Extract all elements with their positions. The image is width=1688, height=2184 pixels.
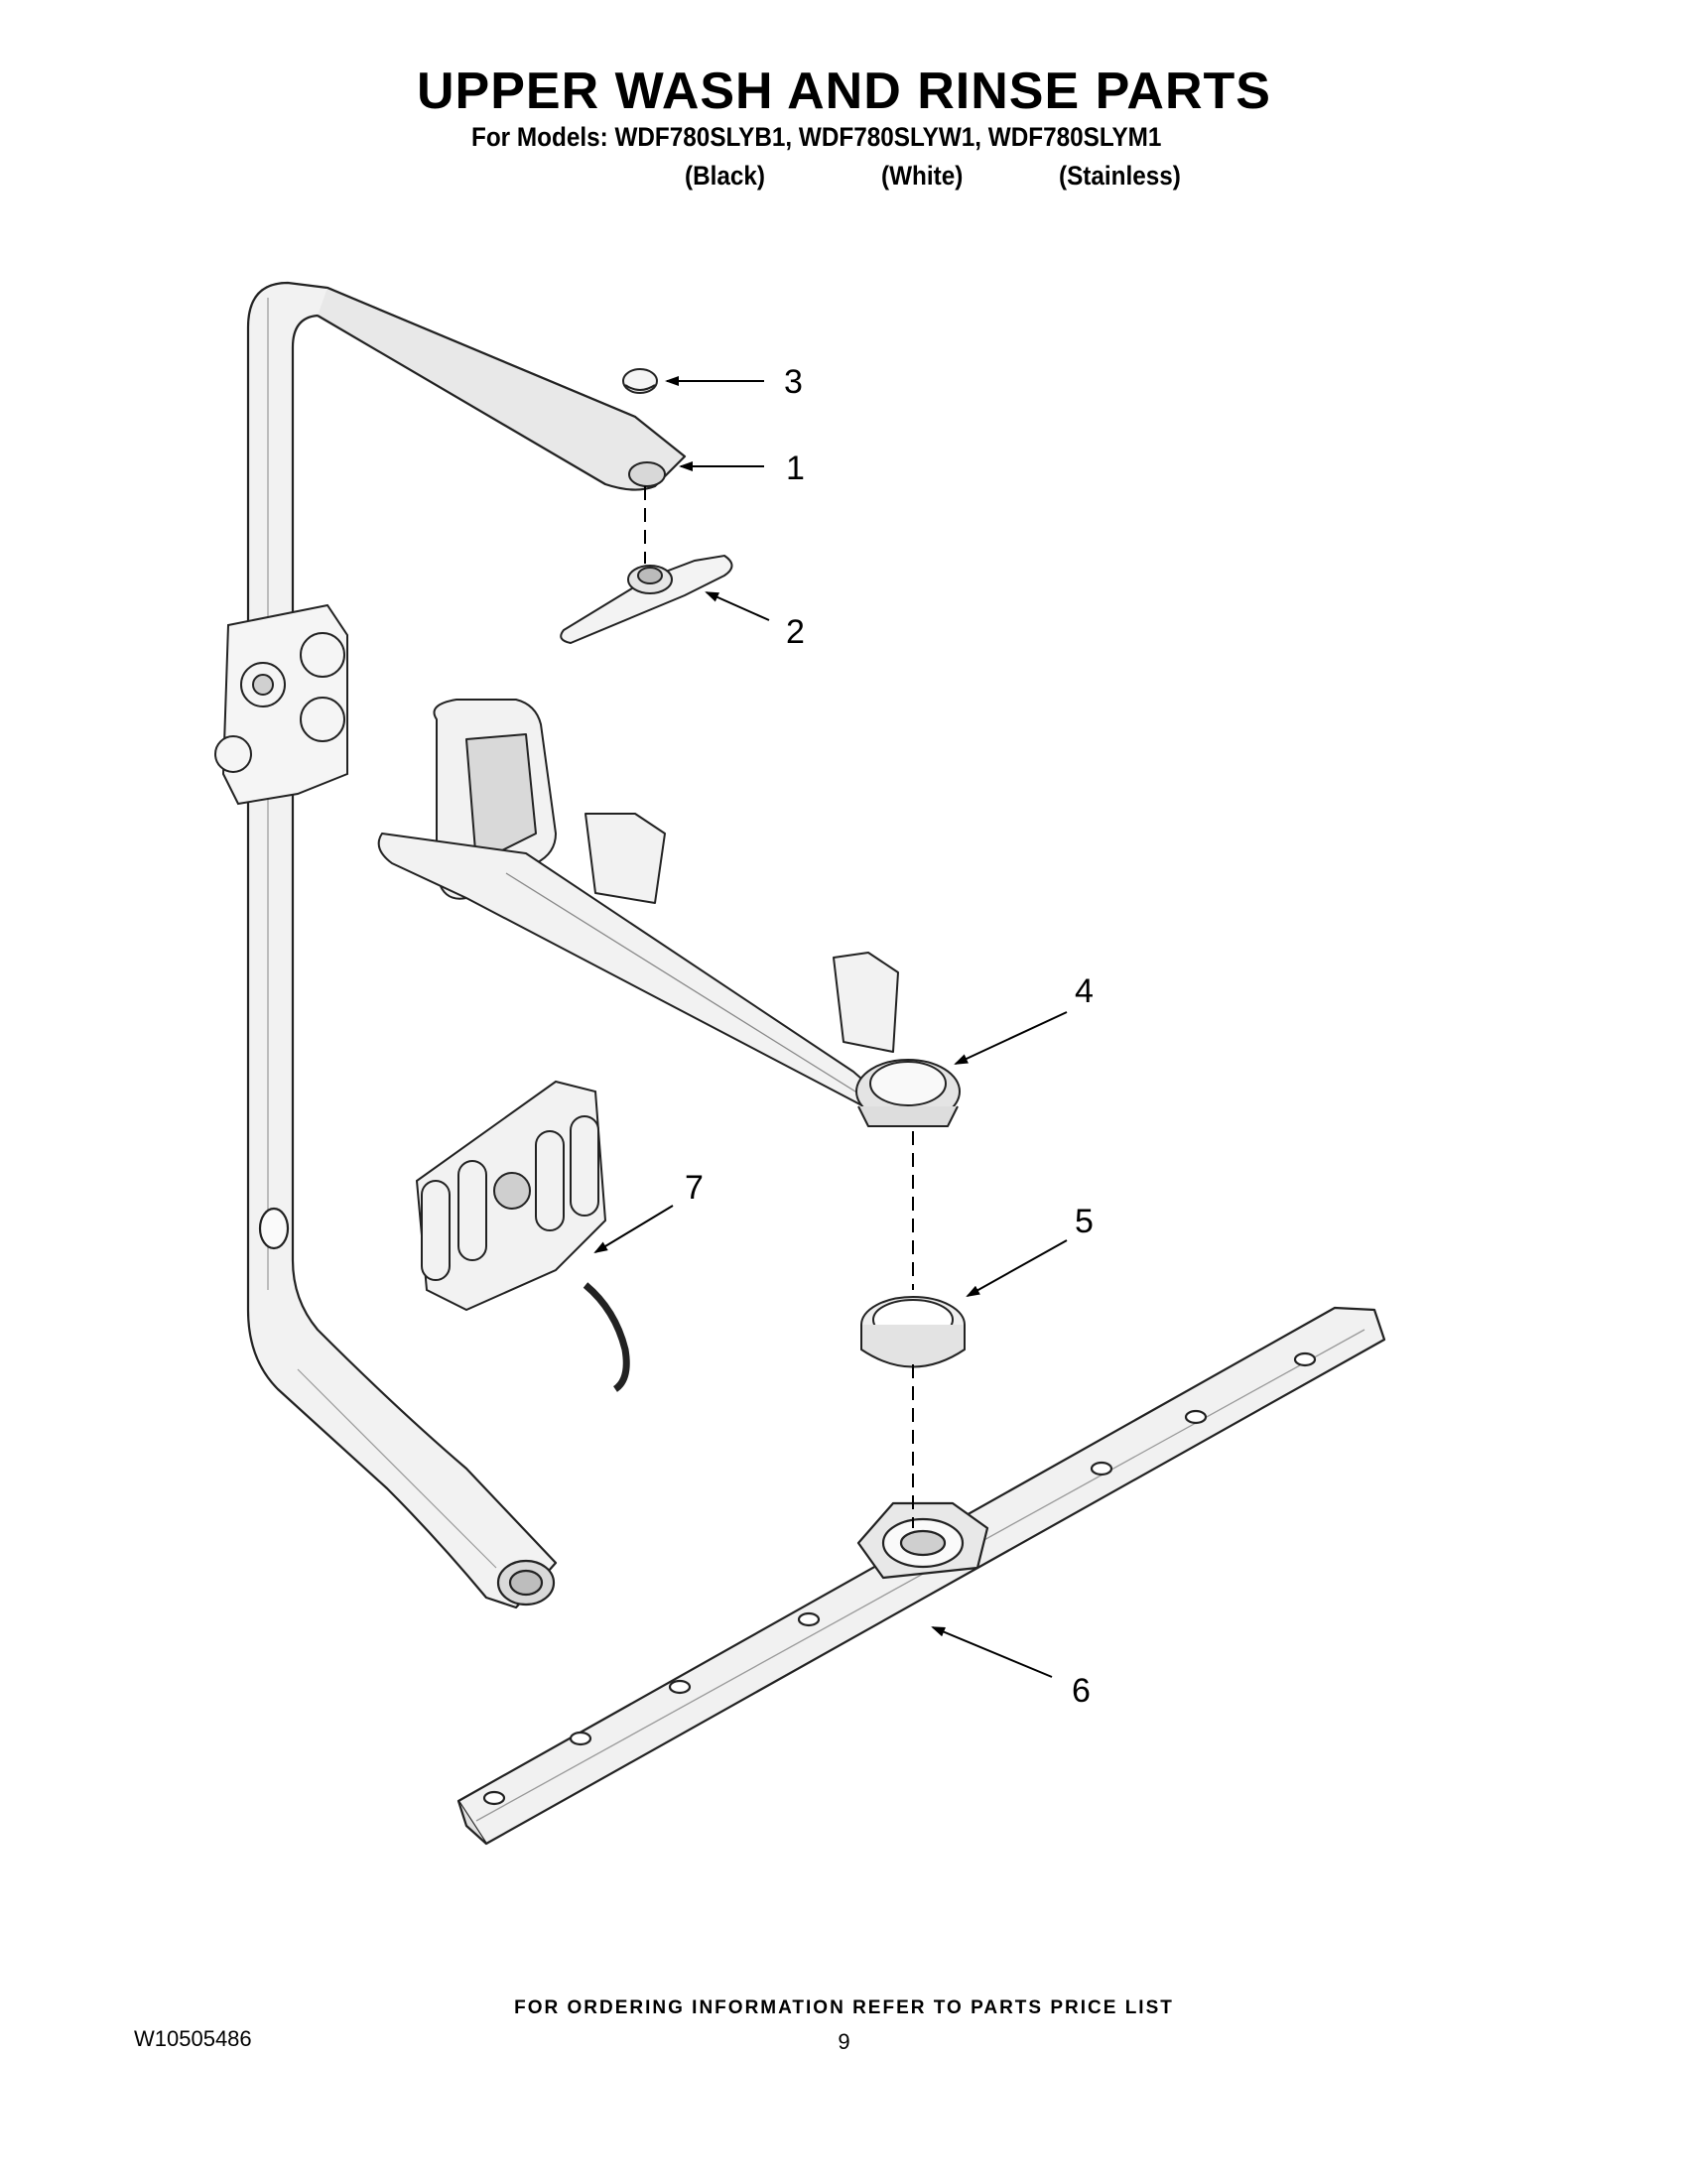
part-4-manifold <box>377 699 961 1127</box>
part-7-spray-bracket <box>415 1080 630 1392</box>
part-5-bearing-ring <box>860 1296 966 1368</box>
callout-6: 6 <box>1072 1672 1091 1710</box>
part-1-arm-hub <box>628 461 666 487</box>
variant-white-label: (White) <box>881 161 964 191</box>
part-6-lower-spray-arm <box>456 1306 1386 1846</box>
ordering-note: FOR ORDERING INFORMATION REFER TO PARTS … <box>514 1997 1174 2018</box>
part-2-spray-arm <box>560 554 733 645</box>
part-3-cap <box>622 368 658 394</box>
assembly-centerlines <box>644 486 914 1528</box>
tube-clip-bracket <box>214 603 348 806</box>
callout-1: 1 <box>786 450 805 487</box>
variant-black-label: (Black) <box>685 161 766 191</box>
callout-2: 2 <box>786 613 805 651</box>
callout-5: 5 <box>1075 1203 1094 1240</box>
callout-7: 7 <box>685 1169 704 1207</box>
variant-stainless-label: (Stainless) <box>1059 161 1181 191</box>
page-number: 9 <box>838 2029 850 2054</box>
callout-3: 3 <box>784 363 803 401</box>
models-line: For Models: WDF780SLYB1, WDF780SLYW1, WD… <box>471 122 1162 152</box>
page-title: UPPER WASH AND RINSE PARTS <box>417 63 1271 120</box>
callout-4: 4 <box>1075 972 1094 1010</box>
leader-arrows <box>593 376 1068 1678</box>
document-number: W10505486 <box>134 2026 252 2051</box>
